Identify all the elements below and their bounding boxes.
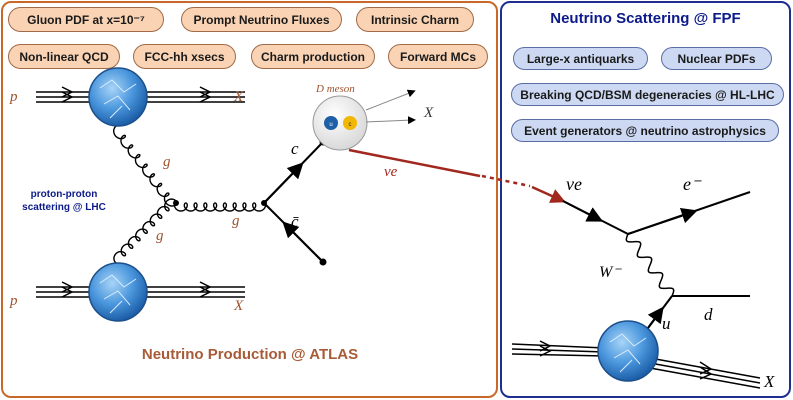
meson-quark-c: c [349, 122, 352, 128]
pp-label-line1: proton-proton [30, 189, 98, 200]
proton-blob-bottom [88, 262, 148, 322]
electron-line [627, 191, 751, 235]
meson-decay-line [365, 116, 416, 125]
gluon-upper [113, 125, 177, 207]
label-c: c [291, 139, 299, 158]
proton-blob-right [597, 320, 659, 382]
proton-blob-top [88, 67, 148, 127]
label-p-bottom: p [9, 293, 18, 309]
neutrino-line-dashed [481, 174, 531, 188]
pill-nuclear-pdfs: Nuclear PDFs [661, 47, 772, 70]
label-w-minus: W⁻ [599, 264, 622, 281]
neutrino-production-panel [1, 1, 498, 398]
label-x-top: X [233, 89, 244, 105]
w-boson-line [625, 233, 675, 297]
pill-fcc-hh-xsecs: FCC-hh xsecs [133, 44, 236, 69]
label-x-meson: X [423, 105, 434, 121]
label-e-minus: e⁻ [683, 174, 702, 194]
neutrino-scattering-panel [500, 1, 791, 398]
label-d: d [704, 305, 713, 324]
neutrino-production-caption: Neutrino Production @ ATLAS [141, 346, 359, 363]
pill-large-x-antiquarks: Large-x antiquarks [513, 47, 648, 70]
gluon-lower [113, 198, 178, 264]
label-d-meson: D meson [315, 83, 355, 95]
label-g-lower: g [156, 228, 164, 244]
right-panel-title: Neutrino Scattering @ FPF [550, 10, 741, 27]
label-nu-e-left: νe [384, 164, 398, 180]
label-x-bottom: X [233, 298, 244, 314]
label-g-upper: g [163, 154, 171, 170]
meson-decay-x-line [365, 89, 416, 111]
d-meson: u c [312, 95, 368, 151]
label-u: u [662, 314, 671, 333]
proton-proton-scattering-label: proton-proton scattering @ LHC [14, 188, 114, 214]
pill-breaking-degeneracies: Breaking QCD/BSM degeneracies @ HL-LHC [511, 83, 784, 106]
pill-non-linear-qcd: Non-linear QCD [8, 44, 120, 69]
gluon-middle [173, 202, 267, 212]
pill-charm-production: Charm production [251, 44, 375, 69]
right-neutrino-line [562, 200, 629, 235]
pill-prompt-neutrino-fluxes: Prompt Neutrino Fluxes [181, 7, 342, 32]
vertex-gg [173, 200, 179, 206]
label-g-middle: g [232, 213, 240, 229]
label-cbar: c̄ [291, 212, 300, 231]
neutrino-line-arrow [531, 185, 566, 203]
anticharm-quark-line [263, 202, 327, 266]
meson-quark-u: u [329, 122, 332, 128]
pp-label-line2: scattering @ LHC [22, 202, 106, 213]
label-x-right: X [763, 372, 775, 391]
pill-event-generators: Event generators @ neutrino astrophysics [511, 119, 779, 142]
label-p-top: p [9, 89, 18, 105]
label-nu-e-right: νe [566, 174, 582, 194]
pill-intrinsic-charm: Intrinsic Charm [356, 7, 474, 32]
pill-forward-mcs: Forward MCs [388, 44, 488, 69]
pill-gluon-pdf: Gluon PDF at x=10⁻⁷ [8, 7, 164, 32]
right-proton-lines [511, 340, 761, 389]
neutrino-line-solid [348, 148, 481, 178]
